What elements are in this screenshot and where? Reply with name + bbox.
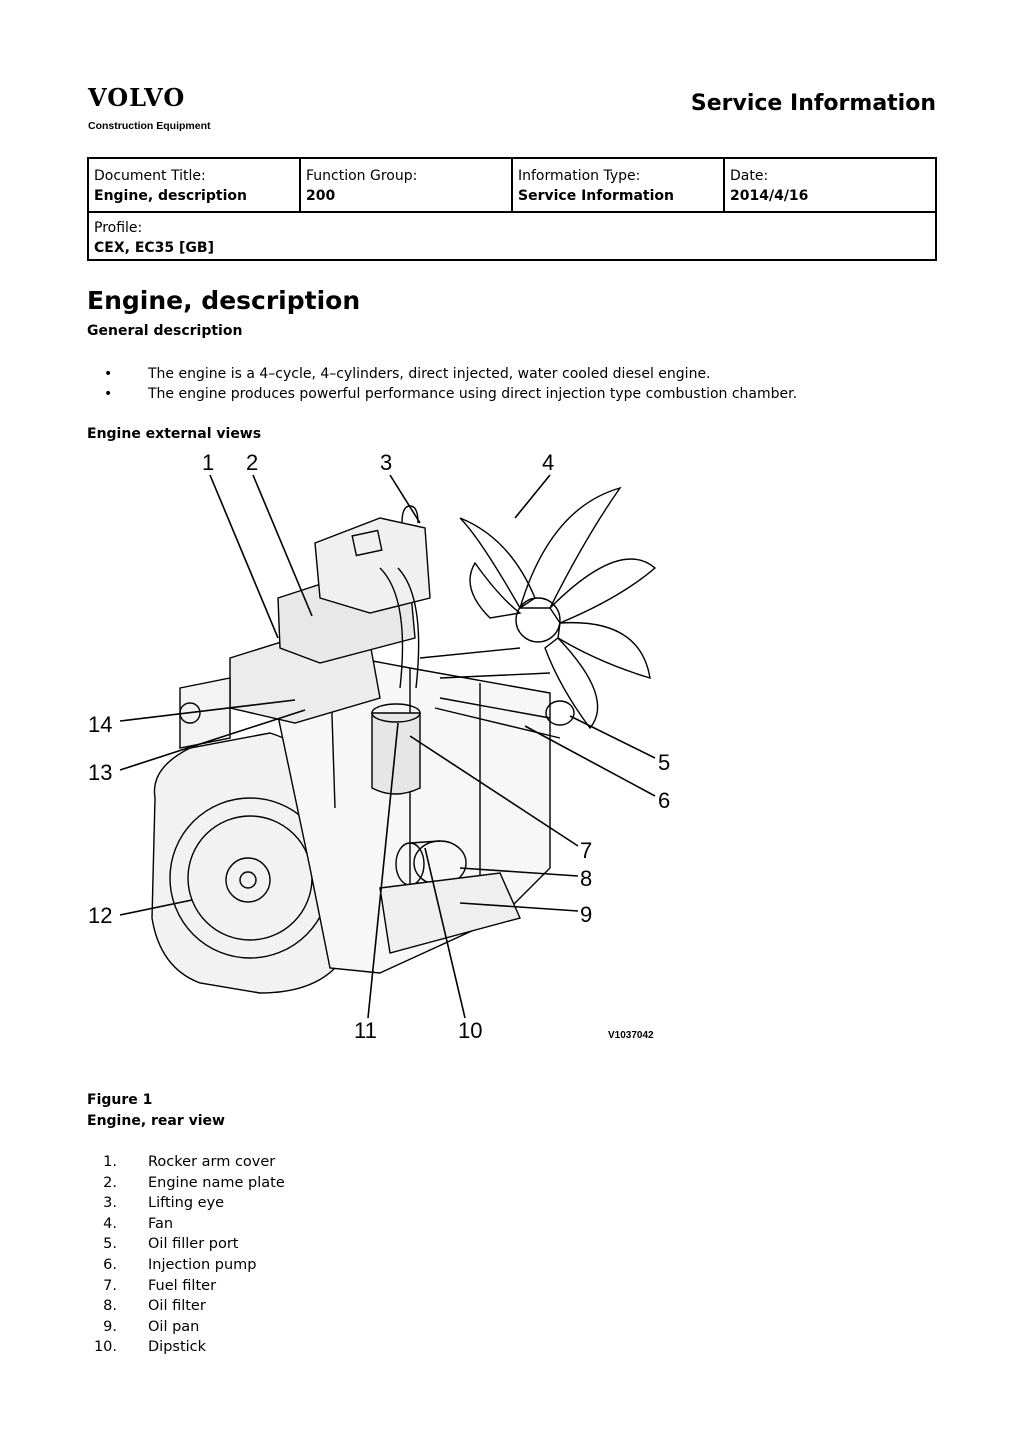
callout-7: 7 [580,838,592,863]
callout-2: 2 [246,450,258,475]
figure-code: V1037042 [608,1030,654,1041]
list-item: 5. Oil filler port [87,1234,238,1255]
list-item: 7. Fuel filter [87,1276,216,1297]
bullet-text: The engine is a 4–cycle, 4–cylinders, di… [148,366,711,382]
item-number: 10. [93,1339,117,1356]
item-number: 1. [103,1154,117,1170]
page-title: Engine, description [87,286,361,315]
doc-title-label: Document Title: [94,168,206,184]
item-number: 8. [103,1298,117,1315]
list-item: 2. Engine name plate [87,1173,285,1194]
bullet-item: • The engine is a 4–cycle, 4–cylinders, d… [87,364,797,384]
engine-drawing [151,486,657,994]
function-group-label: Function Group: [306,168,418,184]
callout-14: 14 [88,712,112,737]
volvo-logo: VOLVO Construction Equipment [88,83,218,133]
callout-9: 9 [580,902,592,927]
callout-1: 1 [202,450,214,475]
info-type-cell: Information Type: Service Information [513,159,725,211]
item-name: Fan [148,1215,174,1232]
document-info-table: Document Title: Engine, description Func… [87,157,937,261]
info-row: Document Title: Engine, description Func… [89,159,935,213]
bullet-marker: • [104,366,113,382]
date-value: 2014/4/16 [730,188,809,204]
item-number: 5. [103,1236,117,1253]
list-item: 1. Rocker arm cover [87,1152,275,1173]
document-type-heading: Service Information [690,91,936,116]
list-item: 3. Lifting eye [87,1193,224,1214]
engine-rear-view-figure: 1 2 3 4 5 6 7 8 9 10 11 12 13 14 V103704… [88,450,670,1043]
profile-label: Profile: [94,220,143,236]
callout-11: 11 [354,1018,377,1043]
callout-13: 13 [88,760,112,785]
logo-wordmark: VOLVO [88,83,186,112]
callout-5: 5 [658,750,670,775]
doc-title-value: Engine, description [94,188,247,204]
item-number: 6. [103,1256,117,1273]
external-views-heading: Engine external views [87,426,262,442]
item-name: Oil pan [148,1318,200,1335]
info-type-value: Service Information [518,188,674,204]
profile-value: CEX, EC35 [GB] [94,240,214,256]
item-name: Fuel filter [148,1277,217,1294]
callout-6: 6 [658,788,670,813]
logo-subtitle: Construction Equipment [88,120,211,132]
list-item: 8. Oil filter [87,1296,206,1317]
item-name: Dipstick [148,1339,207,1356]
callout-4: 4 [542,450,554,475]
description-bullets: • The engine is a 4–cycle, 4–cylinders, d… [87,364,797,404]
fan-blades [459,486,657,730]
list-item: 6. Injection pump [87,1255,256,1276]
doc-title-cell: Document Title: Engine, description [89,159,301,211]
general-description-heading: General description [87,323,243,339]
figure-label: Figure 1 [87,1092,153,1108]
callout-labels: 1 2 3 4 5 6 7 8 9 10 11 12 13 14 [88,450,670,1043]
function-group-cell: Function Group: 200 [301,159,513,211]
parts-list: 1. Rocker arm cover 2. Engine name plate 3… [87,1152,285,1358]
bullet-item: • The engine produces powerful performanc… [87,384,797,404]
date-cell: Date: 2014/4/16 [725,159,935,211]
figure-title: Engine, rear view [87,1113,225,1129]
callout-leaders [119,474,656,1019]
bullet-marker: • [104,386,113,402]
figure-caption: Figure 1 Engine, rear view [87,1090,225,1132]
item-name: Engine name plate [148,1174,285,1191]
item-name: Oil filler port [148,1236,239,1253]
callout-10: 10 [458,1018,482,1043]
item-number: 7. [103,1277,117,1294]
callout-8: 8 [580,866,592,891]
item-name: Rocker arm cover [148,1154,276,1170]
item-name: Oil filter [148,1298,206,1315]
item-name: Lifting eye [148,1195,225,1212]
item-number: 3. [103,1195,117,1212]
list-item: 4. Fan [87,1214,173,1235]
item-number: 4. [103,1215,117,1232]
callout-12: 12 [88,903,112,928]
function-group-value: 200 [306,188,336,204]
profile-row: Profile: CEX, EC35 [GB] [89,213,935,258]
bullet-text: The engine produces powerful performance… [148,386,798,402]
item-number: 2. [103,1174,117,1191]
list-item: 10. Dipstick [87,1337,206,1358]
callout-3: 3 [380,450,392,475]
item-number: 9. [103,1318,117,1335]
info-type-label: Information Type: [518,168,641,184]
item-name: Injection pump [148,1256,257,1273]
list-item: 9. Oil pan [87,1317,199,1338]
date-label: Date: [730,168,769,184]
